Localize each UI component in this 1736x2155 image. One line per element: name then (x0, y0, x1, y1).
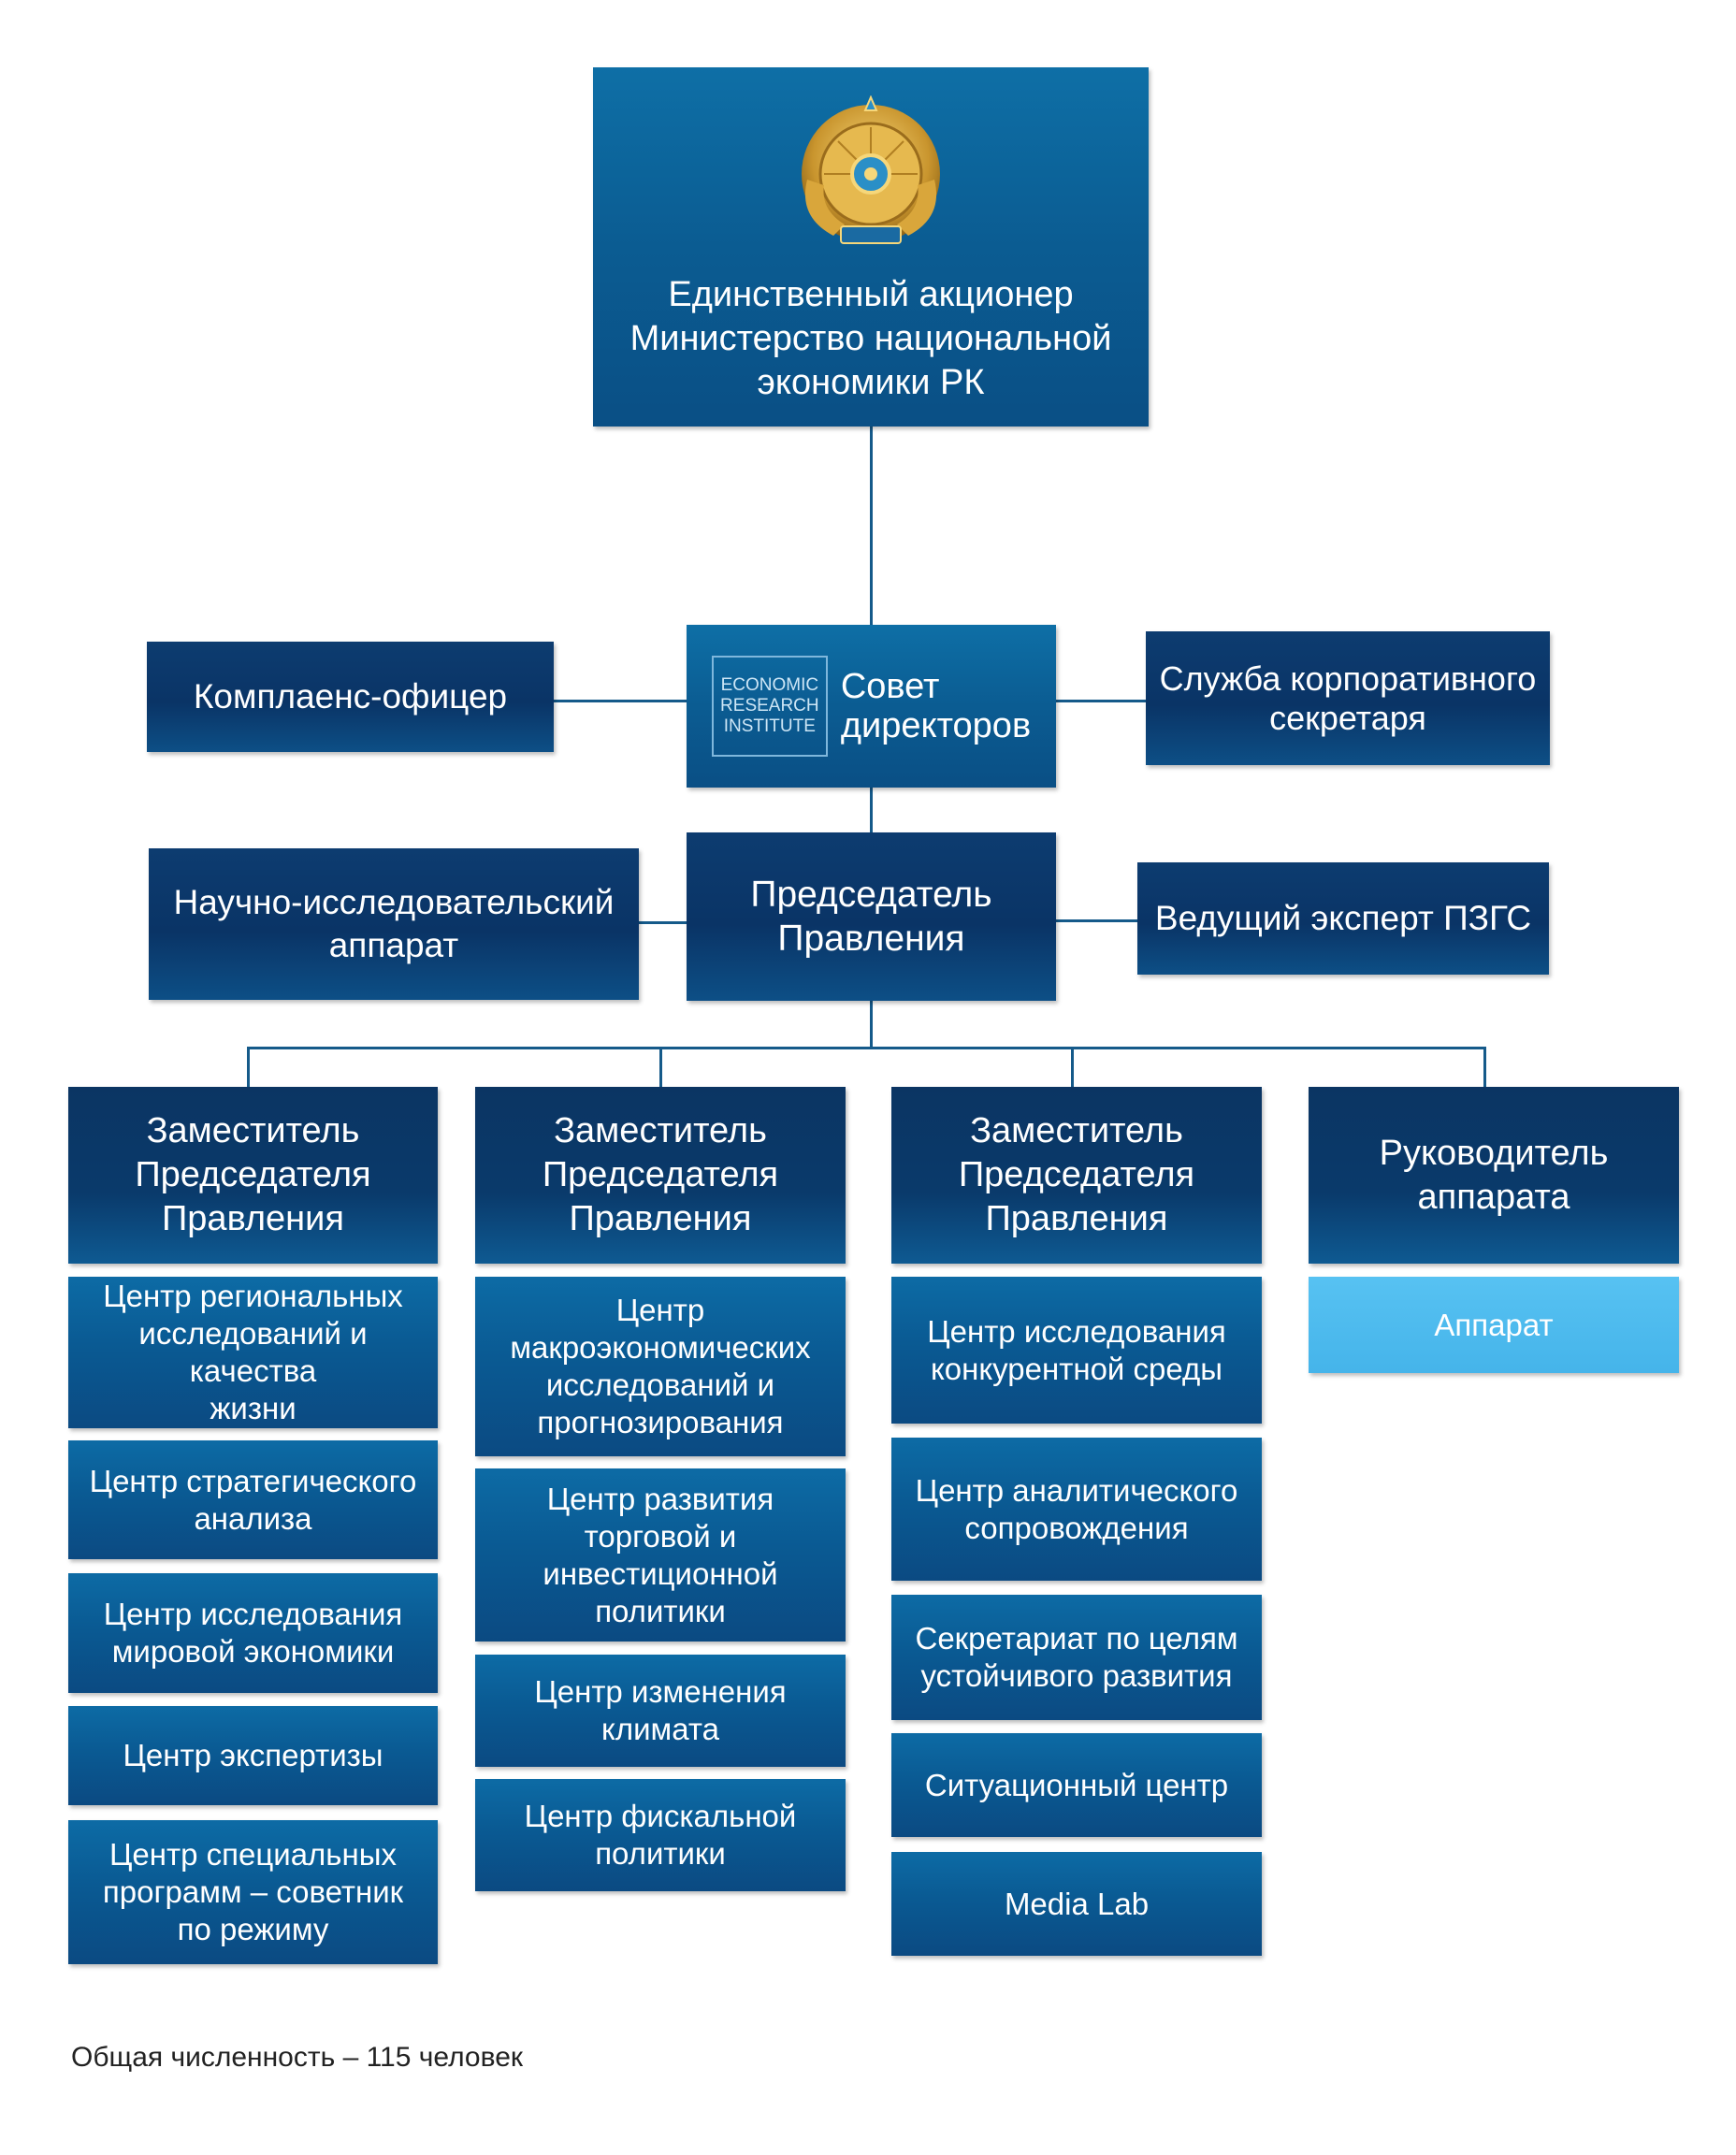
total-staff-note: Общая численность – 115 человек (71, 2042, 524, 2073)
connector-col3 (1071, 1047, 1074, 1087)
shareholder-box: Единственный акционер Министерство нацио… (593, 67, 1149, 427)
connector-research-chairman (639, 921, 687, 924)
deputy-chairman-3-label: Заместитель Председателя Правления (958, 1111, 1195, 1238)
expertise-center-box: Центр экспертизы (68, 1706, 438, 1805)
strategic-analysis-center-box: Центр стратегического анализа (68, 1440, 438, 1559)
chairman-box: Председатель Правления (687, 832, 1056, 1001)
head-of-apparatus-box: Руководитель аппарата (1309, 1087, 1679, 1264)
lead-expert-label: Ведущий эксперт ПЗГС (1154, 899, 1532, 937)
head-of-apparatus-label: Руководитель аппарата (1379, 1133, 1609, 1217)
situation-center-box: Ситуационный центр (891, 1733, 1262, 1837)
compliance-officer-box: Комплаенс-офицер (147, 642, 554, 752)
eri-logo-line2: RESEARCH (720, 696, 819, 716)
research-apparatus-box: Научно-исследовательский аппарат (149, 848, 639, 1000)
media-lab-box: Media Lab (891, 1852, 1262, 1956)
research-apparatus-label: Научно-исследовательский аппарат (173, 883, 615, 964)
climate-change-center-label: Центр изменения климата (534, 1674, 787, 1746)
deputy-chairman-3-box: Заместитель Председателя Правления (891, 1087, 1262, 1264)
deputy-chairman-2-box: Заместитель Председателя Правления (475, 1087, 846, 1264)
deputy-chairman-1-box: Заместитель Председателя Правления (68, 1087, 438, 1264)
connector-board-secretary (1056, 700, 1146, 702)
corporate-secretary-box: Служба корпоративного секретаря (1146, 631, 1550, 765)
media-lab-label: Media Lab (1004, 1886, 1150, 1921)
situation-center-label: Ситуационный центр (924, 1767, 1229, 1802)
connector-board-chairman (870, 788, 873, 832)
world-economy-center-label: Центр исследования мировой экономики (103, 1597, 403, 1669)
connector-compliance-board (554, 700, 687, 702)
regional-research-center-label: Центр региональных исследований и качест… (103, 1279, 403, 1425)
deputy-chairman-1-label: Заместитель Председателя Правления (135, 1111, 371, 1238)
world-economy-center-box: Центр исследования мировой экономики (68, 1573, 438, 1693)
apparatus-box: Аппарат (1309, 1277, 1679, 1373)
fiscal-policy-center-label: Центр фискальной политики (524, 1799, 797, 1871)
connector-col1 (247, 1047, 250, 1087)
special-programs-center-box: Центр специальных программ – советник по… (68, 1820, 438, 1964)
special-programs-center-label: Центр специальных программ – советник по… (102, 1837, 404, 1946)
eri-logo: ECONOMIC RESEARCH INSTITUTE (711, 656, 828, 757)
macroeconomic-center-label: Центр макроэкономических исследований и … (510, 1293, 811, 1439)
sdg-secretariat-label: Секретариат по целям устойчивого развити… (915, 1621, 1238, 1693)
corporate-secretary-label: Служба корпоративного секретаря (1159, 658, 1537, 737)
fiscal-policy-center-box: Центр фискальной политики (475, 1779, 846, 1891)
trade-investment-center-label: Центр развития торговой и инвестиционной… (542, 1481, 778, 1628)
chairman-label: Председатель Правления (750, 875, 992, 959)
deputy-chairman-2-label: Заместитель Председателя Правления (542, 1111, 779, 1238)
eri-logo-line1: ECONOMIC (720, 675, 819, 695)
competition-center-label: Центр исследования конкурентной среды (927, 1313, 1226, 1386)
connector-shareholder-board (870, 427, 873, 625)
connector-chairman-expert (1056, 919, 1137, 922)
competition-center-box: Центр исследования конкурентной среды (891, 1277, 1262, 1424)
connector-horizontal-bus (247, 1047, 1486, 1049)
macroeconomic-center-box: Центр макроэкономических исследований и … (475, 1277, 846, 1456)
board-of-directors-box: ECONOMIC RESEARCH INSTITUTE Совет директ… (687, 625, 1056, 788)
analytical-support-center-box: Центр аналитического сопровождения (891, 1438, 1262, 1581)
connector-col4 (1483, 1047, 1486, 1087)
sdg-secretariat-box: Секретариат по целям устойчивого развити… (891, 1595, 1262, 1720)
strategic-analysis-center-label: Центр стратегического анализа (89, 1463, 417, 1536)
connector-chairman-down (870, 1001, 873, 1049)
emblem-icon (802, 94, 940, 244)
expertise-center-label: Центр экспертизы (123, 1738, 383, 1772)
apparatus-label: Аппарат (1434, 1307, 1554, 1342)
board-of-directors-label: Совет директоров (840, 667, 1032, 745)
climate-change-center-box: Центр изменения климата (475, 1655, 846, 1767)
trade-investment-center-box: Центр развития торговой и инвестиционной… (475, 1468, 846, 1642)
analytical-support-center-label: Центр аналитического сопровождения (915, 1472, 1238, 1545)
shareholder-label: Единственный акционер Министерство нацио… (629, 274, 1112, 402)
lead-expert-box: Ведущий эксперт ПЗГС (1137, 862, 1549, 975)
regional-research-center-box: Центр региональных исследований и качест… (68, 1277, 438, 1428)
eri-logo-line3: INSTITUTE (723, 716, 816, 736)
compliance-officer-label: Комплаенс-офицер (193, 677, 508, 716)
connector-col2 (659, 1047, 662, 1087)
